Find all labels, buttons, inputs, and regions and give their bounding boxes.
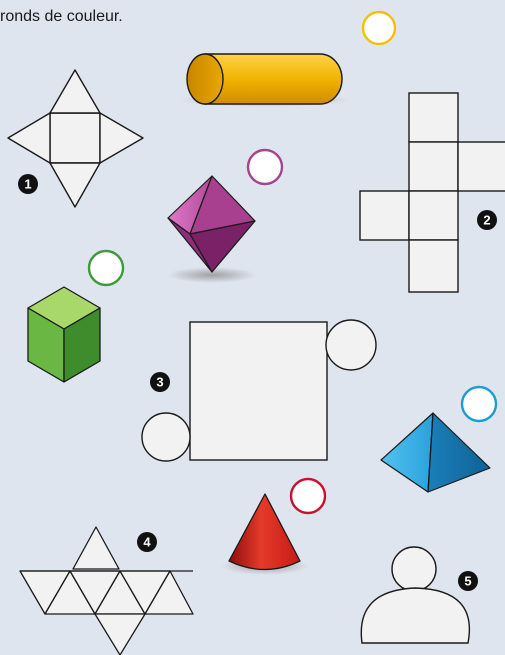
number-badge-1: 1 [18,174,38,194]
net-octahedron [20,527,193,655]
color-ring-yellow[interactable] [363,12,395,44]
number-badge-3: 3 [150,372,170,392]
svg-text:3: 3 [156,375,163,390]
svg-text:4: 4 [143,535,151,550]
number-badge-4: 4 [137,532,157,552]
net-cylinder [142,320,376,461]
svg-text:1: 1 [24,177,31,192]
color-ring-blue[interactable] [462,387,496,421]
net-cone [361,547,469,643]
svg-text:5: 5 [464,574,471,589]
color-ring-red[interactable] [291,479,325,513]
number-badge-5: 5 [458,571,478,591]
color-ring-purple[interactable] [248,150,282,184]
number-badge-2: 2 [477,210,497,230]
svg-text:2: 2 [483,213,490,228]
net-cube [360,93,505,292]
solid-octahedron [167,176,257,283]
color-ring-green[interactable] [89,251,123,285]
solid-cube [28,287,100,382]
solid-pyramid [381,413,490,492]
solid-cylinder [180,54,350,107]
